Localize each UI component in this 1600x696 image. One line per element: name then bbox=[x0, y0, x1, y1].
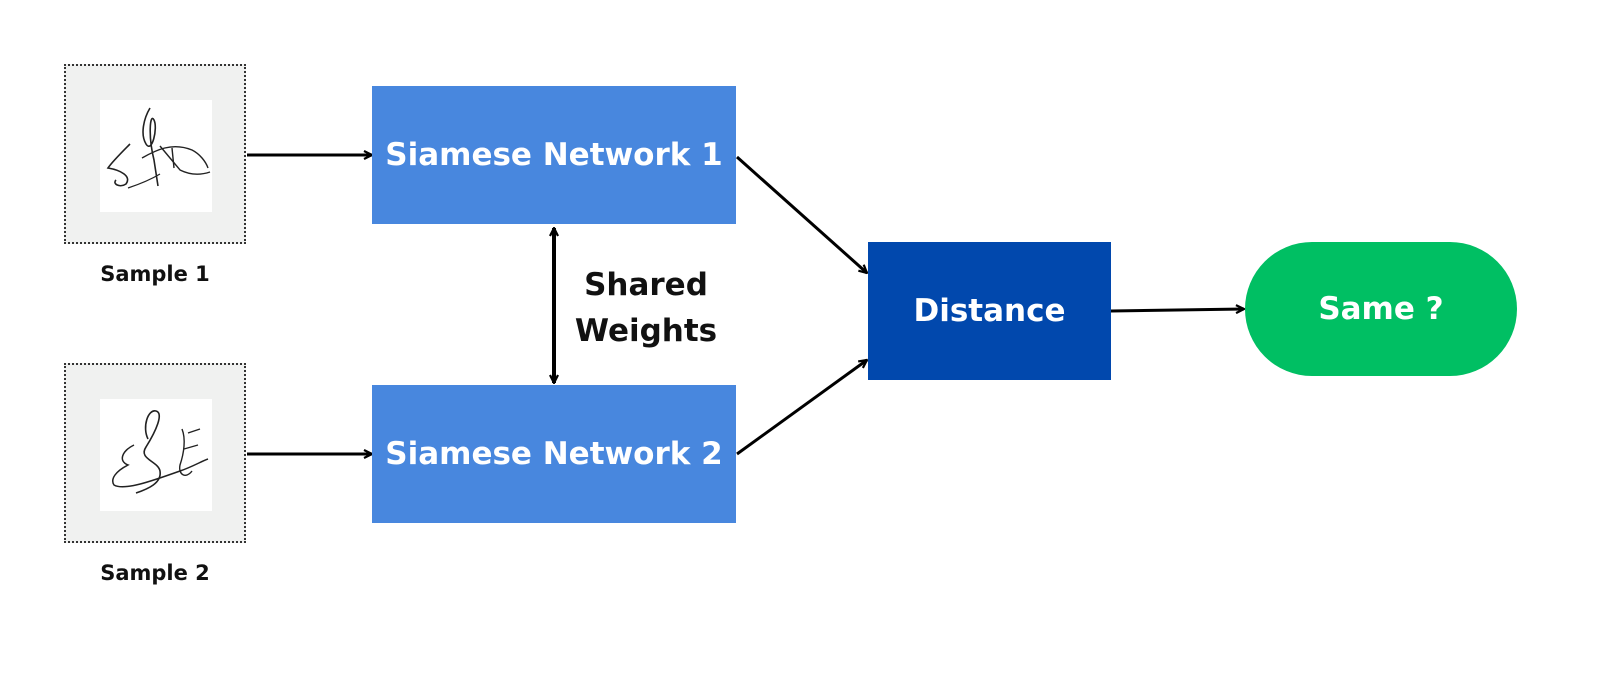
signature-1-image bbox=[100, 100, 212, 212]
same-output-label: Same ? bbox=[1318, 291, 1444, 327]
shared-weights-line-1: Shared bbox=[584, 267, 708, 303]
sample-1-label: Sample 1 bbox=[100, 262, 210, 286]
shared-weights-line-2: Weights bbox=[574, 313, 718, 349]
same-output-node: Same ? bbox=[1245, 242, 1517, 376]
sample-1-frame bbox=[64, 64, 246, 244]
distance-node: Distance bbox=[868, 242, 1111, 380]
shared-weights-label: Shared Weights bbox=[566, 262, 726, 354]
arrow-network2-to-distance bbox=[736, 360, 867, 456]
signature-2-image bbox=[100, 399, 212, 511]
distance-label: Distance bbox=[913, 293, 1066, 329]
siamese-network-2-label: Siamese Network 2 bbox=[385, 436, 723, 472]
sample-2-label: Sample 2 bbox=[100, 561, 210, 585]
siamese-network-1: Siamese Network 1 bbox=[372, 86, 736, 224]
arrow-distance-to-output bbox=[1110, 309, 1244, 311]
sample-2-frame bbox=[64, 363, 246, 543]
arrow-network1-to-distance bbox=[736, 155, 867, 273]
siamese-network-1-label: Siamese Network 1 bbox=[385, 137, 723, 173]
siamese-network-2: Siamese Network 2 bbox=[372, 385, 736, 523]
